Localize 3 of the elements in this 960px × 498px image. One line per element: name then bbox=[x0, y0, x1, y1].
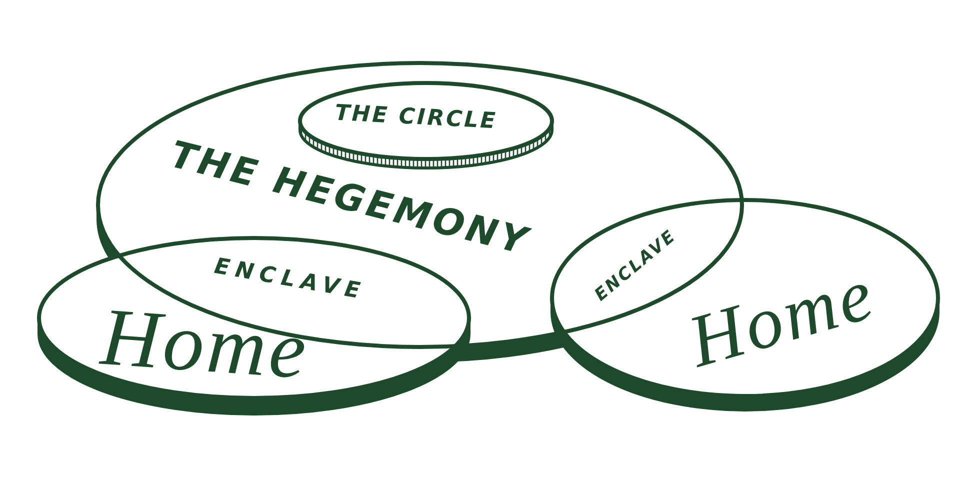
handwritten-label: Home bbox=[98, 296, 312, 392]
disc-title: THE CIRCLE bbox=[334, 102, 498, 134]
handwritten-label: Home bbox=[681, 256, 883, 380]
